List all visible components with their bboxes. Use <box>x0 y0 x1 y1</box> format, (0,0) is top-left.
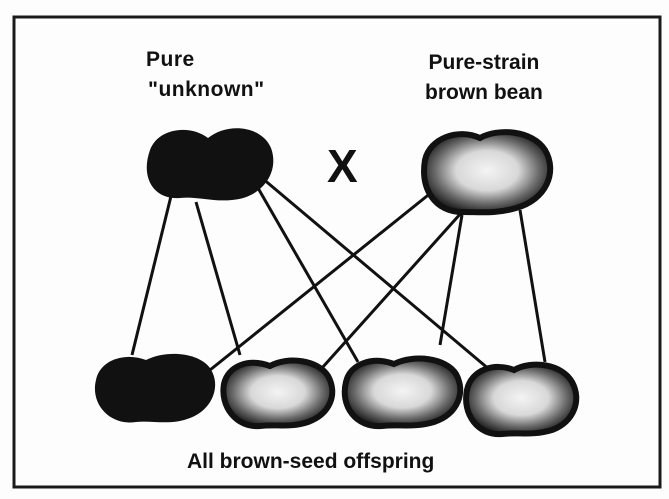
line-unknown-to-offspring-1 <box>132 192 172 355</box>
line-brown-to-offspring-4 <box>520 210 545 362</box>
line-unknown-to-offspring-3 <box>258 188 358 362</box>
brown-parent-label-line2: brown bean <box>425 78 543 108</box>
unknown-parent-label: Pure "unknown" <box>146 45 265 105</box>
unknown-parent-label-line2: "unknown" <box>148 75 265 105</box>
offspring-caption: All brown-seed offspring <box>187 450 434 474</box>
parent-bean-unknown <box>147 128 274 200</box>
offspring-bean-4 <box>466 365 576 434</box>
unknown-parent-label-line1: Pure <box>146 45 265 75</box>
cross-symbol: X <box>327 143 358 189</box>
brown-parent-label: Pure-strain brown bean <box>425 48 543 108</box>
parent-bean-brown <box>424 132 550 212</box>
offspring-bean-3 <box>345 359 460 427</box>
line-unknown-to-offspring-2 <box>196 202 240 355</box>
offspring-bean-1 <box>95 354 215 423</box>
offspring-bean-2 <box>223 361 332 427</box>
brown-parent-label-line1: Pure-strain <box>425 48 543 78</box>
